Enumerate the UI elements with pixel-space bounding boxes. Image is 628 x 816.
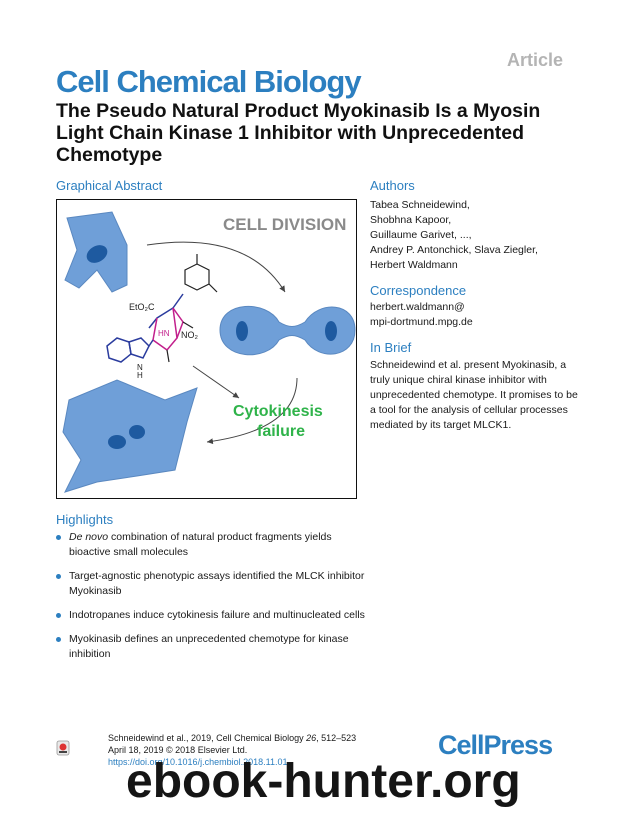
nucleus-right (325, 321, 337, 341)
highlight-text: Indotropanes induce cytokinesis failure … (69, 609, 365, 621)
citation-pages: , 512–523 (316, 733, 357, 743)
myokinasib-structure: EtO₂C HN NO₂ N H (106, 254, 218, 380)
author-line: Shobhna Kapoor, (370, 214, 452, 226)
arrow-division (146, 241, 286, 293)
nucleus-multi-2 (129, 425, 145, 439)
arrow-failure (206, 377, 298, 445)
chem-label-indole-h: H (137, 371, 143, 380)
journal-name: Cell Chemical Biology (56, 64, 362, 99)
chem-label-ester: EtO₂C (129, 302, 155, 312)
chem-label-indole-n: N (137, 363, 143, 372)
nucleus-left (236, 321, 248, 341)
highlight-item: Indotropanes induce cytokinesis failure … (56, 608, 366, 623)
author-line: Tabea Schneidewind, (370, 199, 470, 211)
bullet-icon (56, 637, 61, 642)
in-brief-heading: In Brief (370, 340, 412, 355)
highlight-text: Myokinasib defines an unprecedented chem… (69, 633, 349, 660)
author-line: Herbert Waldmann (370, 259, 458, 271)
author-line: Andrey P. Antonchick, Slava Ziegler, (370, 244, 538, 256)
nucleus-top-left (86, 245, 108, 263)
highlight-item: Target-agnostic phenotypic assays identi… (56, 569, 366, 599)
paper-title: The Pseudo Natural Product Myokinasib Is… (56, 100, 541, 166)
chem-label-nh: HN (158, 329, 170, 338)
authors-list: Tabea Schneidewind, Shobhna Kapoor, Guil… (370, 198, 538, 273)
in-brief-text: Schneidewind et al. present Myokinasib, … (370, 359, 578, 431)
highlight-item: Myokinasib defines an unprecedented chem… (56, 632, 366, 662)
highlight-item: De novo combination of natural product f… (56, 530, 366, 560)
nucleus-multi-1 (108, 435, 126, 449)
crossmark-icon[interactable] (56, 740, 70, 756)
graphical-abstract-figure: CELL DIVISION Cytokinesis failure (56, 199, 357, 499)
highlight-text: combination of natural product fragments… (69, 531, 332, 558)
date-line: April 18, 2019 © 2018 Elsevier Ltd. (108, 745, 248, 755)
highlight-emphasis: De novo (69, 531, 109, 543)
cytokinesis-label: Cytokinesis (233, 403, 323, 420)
authors-heading: Authors (370, 178, 415, 193)
cell-multinucleated (62, 379, 198, 493)
doi-link[interactable]: https://doi.org/10.1016/j.chembiol.2018.… (108, 757, 288, 767)
arrow-molecule (192, 365, 240, 399)
highlight-text: Target-agnostic phenotypic assays identi… (69, 570, 365, 597)
correspondence-email[interactable]: herbert.waldmann@ mpi-dortmund.mpg.de (370, 300, 473, 330)
highlights-heading: Highlights (56, 512, 114, 527)
author-line: Guillaume Garivet, ..., (370, 229, 472, 241)
cell-division-label: CELL DIVISION (223, 215, 346, 234)
email-line: mpi-dortmund.mpg.de (370, 316, 473, 328)
citation-prefix: Schneidewind et al., 2019, Cell Chemical… (108, 733, 307, 743)
bullet-icon (56, 574, 61, 579)
cellpress-logo: CellPress (438, 730, 553, 760)
bullet-icon (56, 535, 61, 540)
correspondence-heading: Correspondence (370, 283, 467, 298)
bullet-icon (56, 613, 61, 618)
graphical-abstract-heading: Graphical Abstract (56, 178, 163, 193)
graphical-abstract-svg: CELL DIVISION Cytokinesis failure (62, 211, 356, 493)
article-type-label: Article (507, 50, 564, 70)
citation-volume: 26 (306, 733, 317, 743)
citation-block: Schneidewind et al., 2019, Cell Chemical… (108, 732, 356, 768)
dividing-cell (219, 305, 356, 356)
highlights-list: De novo combination of natural product f… (56, 530, 366, 671)
watermark-text: ebook-hunter.org (126, 755, 521, 808)
email-line: herbert.waldmann@ (370, 301, 465, 313)
citation-line: Schneidewind et al., 2019, Cell Chemical… (108, 732, 356, 744)
chem-label-no2: NO₂ (181, 330, 199, 340)
failure-label: failure (257, 423, 305, 440)
